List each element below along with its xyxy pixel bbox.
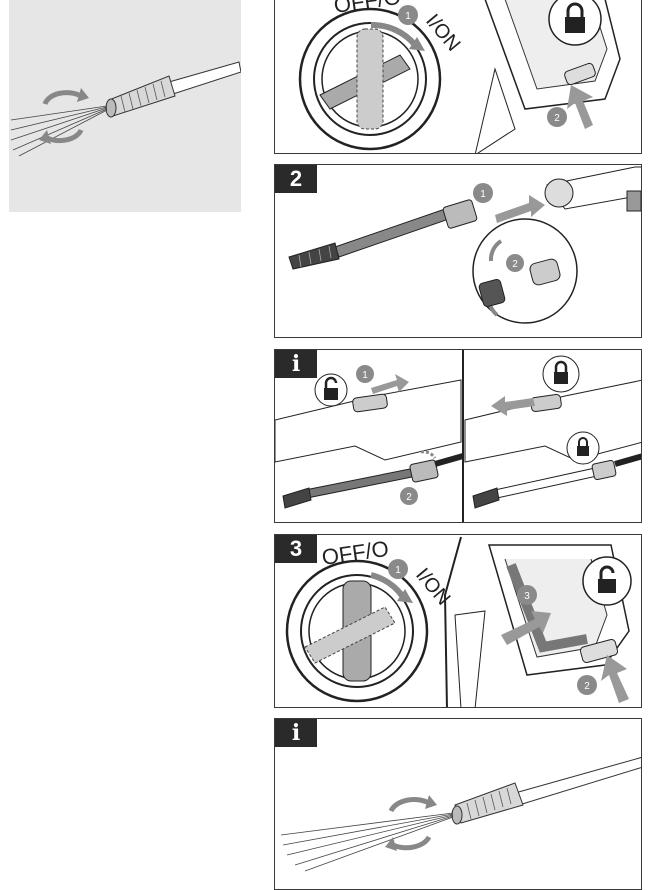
panel-attach-lance: 2 1 2 bbox=[274, 164, 642, 338]
step-tag: 2 bbox=[275, 165, 317, 193]
panel-rotating-nozzle: i bbox=[274, 718, 642, 890]
switch-dial-icon bbox=[300, 9, 440, 149]
step-2-badge: 2 bbox=[584, 681, 590, 692]
info-tag: i bbox=[275, 350, 317, 378]
lance-icon bbox=[289, 199, 478, 269]
step-2-badge: 2 bbox=[554, 113, 560, 124]
step-2-badge: 2 bbox=[512, 259, 518, 270]
step-3-badge: 3 bbox=[524, 591, 530, 602]
side-illustration-panel bbox=[9, 0, 241, 212]
panel-switch-off: OFF/O I/ON 1 2 bbox=[274, 0, 642, 154]
switch-dial-icon bbox=[287, 561, 427, 701]
step-2-badge: 2 bbox=[406, 492, 412, 503]
step-1-badge: 1 bbox=[395, 565, 401, 576]
step-tag: 3 bbox=[275, 535, 317, 563]
step-1-badge: 1 bbox=[405, 11, 411, 22]
info-tag: i bbox=[275, 719, 317, 747]
switch-off-label: OFF/O bbox=[332, 0, 402, 18]
spray-nozzle-icon bbox=[275, 719, 642, 890]
switch-on-label: I/ON bbox=[421, 10, 464, 56]
step-1-badge: 1 bbox=[362, 370, 368, 381]
step-1-badge: 1 bbox=[480, 189, 486, 200]
panel-switch-on: 3 OFF/O I/ON 1 3 2 bbox=[274, 534, 642, 708]
panel-lock-unlock: i 1 2 bbox=[274, 349, 642, 523]
spray-nozzle-icon bbox=[9, 0, 241, 212]
